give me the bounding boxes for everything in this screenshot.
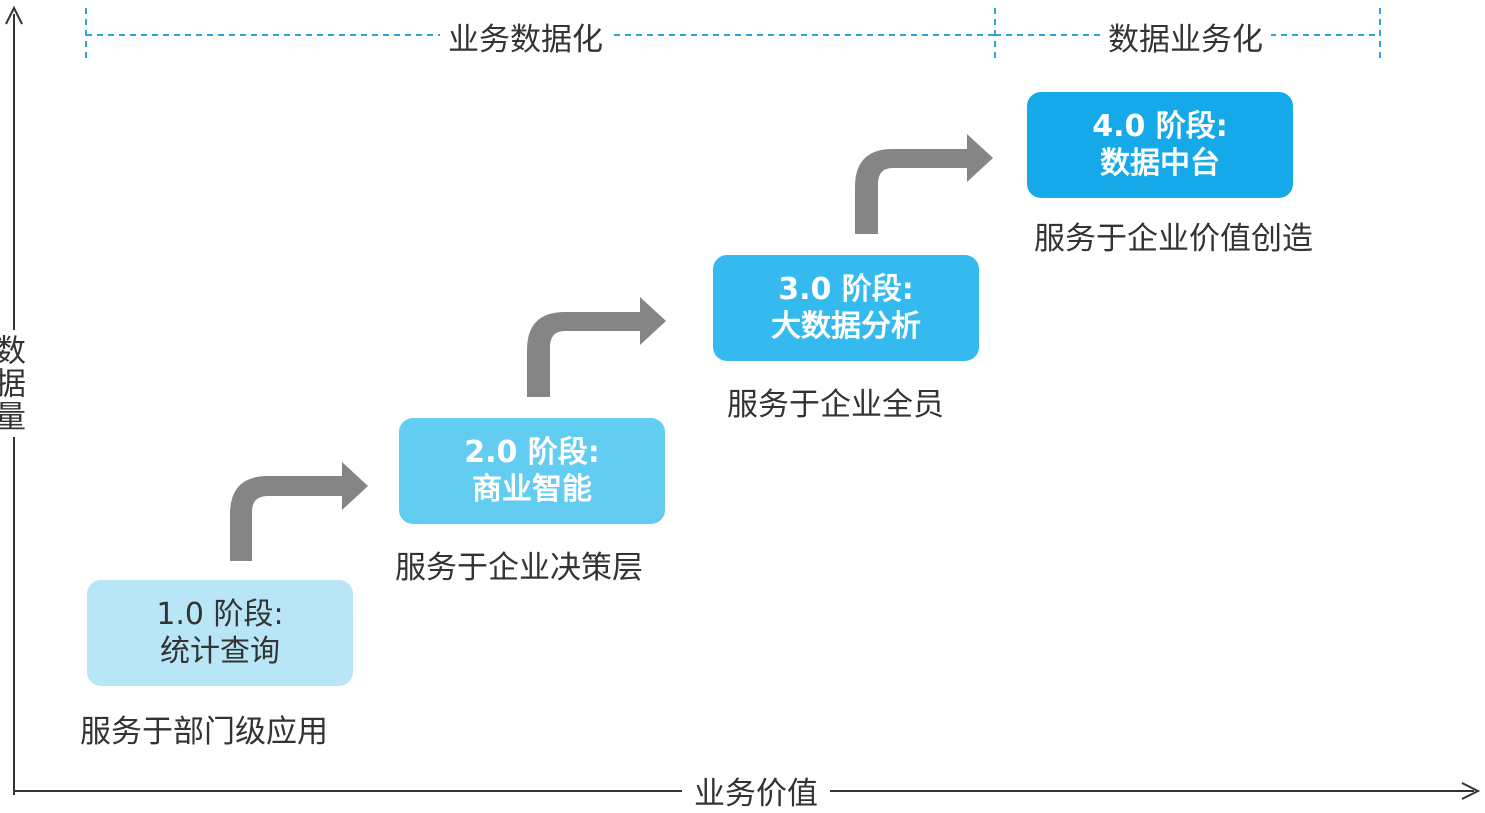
step-arrow-3 [855,134,993,234]
x-axis-label: 业务价值 [682,768,830,813]
y-axis-label: 数据量 [0,330,30,437]
stage-1-description: 服务于部门级应用 [80,714,328,750]
stage-1-title: 1.0 阶段: [156,596,284,632]
stage-3-description: 服务于企业全员 [727,387,944,423]
step-arrow-2 [527,297,666,397]
stage-4-title: 4.0 阶段: [1092,108,1228,144]
phase-label-business-datafication: 业务数据化 [440,14,611,59]
step-arrow-1 [230,462,368,561]
phase-label-data-businessization: 数据业务化 [1100,14,1271,59]
x-axis-arrowhead [1461,782,1481,800]
stage-3-name: 大数据分析 [771,309,921,344]
stage-4-name: 数据中台 [1100,146,1220,181]
stage-3-box: 3.0 阶段: 大数据分析 [713,255,979,361]
stage-2-description: 服务于企业决策层 [395,550,643,586]
stage-1-name: 统计查询 [160,634,280,669]
stage-4-description: 服务于企业价值创造 [1034,221,1313,257]
stage-4-box: 4.0 阶段: 数据中台 [1027,92,1293,198]
stage-1-box: 1.0 阶段: 统计查询 [87,580,353,686]
stage-3-title: 3.0 阶段: [778,271,914,307]
stage-2-name: 商业智能 [472,472,592,507]
y-axis-arrowhead [5,5,23,25]
stage-2-box: 2.0 阶段: 商业智能 [399,418,665,524]
stage-2-title: 2.0 阶段: [464,434,600,470]
